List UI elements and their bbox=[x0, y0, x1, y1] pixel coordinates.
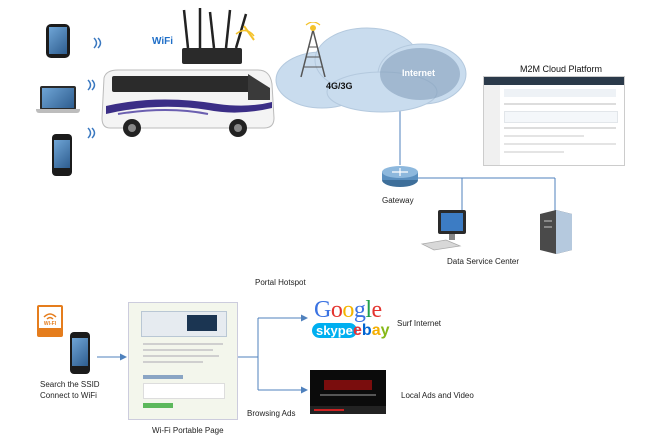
ebay-logo: ebay bbox=[353, 322, 390, 339]
router-icon bbox=[182, 8, 255, 64]
wifi-label: WiFi bbox=[152, 36, 174, 47]
cloud-platform-label: M2M Cloud Platform bbox=[520, 64, 603, 74]
smartphone-icon bbox=[52, 134, 72, 176]
video-ad-screenshot bbox=[310, 370, 386, 414]
wifi-sign-icon: WI-FI bbox=[37, 305, 63, 337]
tablet-icon bbox=[46, 24, 70, 58]
bus-image bbox=[101, 69, 275, 137]
server-icon bbox=[540, 210, 572, 254]
gateway-label: Gateway bbox=[382, 196, 414, 205]
wifi-icon bbox=[93, 37, 102, 49]
laptop-icon bbox=[36, 86, 80, 114]
wifi-icon bbox=[87, 79, 96, 91]
network-label: 4G/3G bbox=[326, 81, 353, 91]
internet-label: Internet bbox=[402, 68, 436, 78]
router-icon bbox=[382, 166, 418, 187]
search-ssid-label: Search the SSID bbox=[40, 380, 100, 389]
portal-page-screenshot bbox=[128, 302, 238, 420]
portal-hotspot-label: Portal Hotspot bbox=[255, 278, 306, 287]
cloud-platform-screenshot bbox=[483, 76, 625, 166]
wifi-icon bbox=[87, 127, 96, 139]
local-ads-label: Local Ads and Video bbox=[401, 391, 474, 400]
connect-wifi-label: Connect to WiFi bbox=[40, 391, 97, 400]
surf-internet-label: Surf Internet bbox=[397, 319, 442, 328]
monitor-icon bbox=[420, 210, 466, 251]
google-logo: Google bbox=[314, 297, 382, 323]
phone-icon bbox=[70, 332, 90, 374]
data-center-label: Data Service Center bbox=[447, 257, 520, 266]
wifi-sign-text: WI-FI bbox=[43, 321, 57, 327]
cloud-shape bbox=[275, 27, 467, 113]
portable-page-label: Wi-Fi Portable Page bbox=[152, 426, 224, 435]
skype-logo: skype bbox=[312, 323, 357, 338]
browsing-ads-label: Browsing Ads bbox=[247, 409, 296, 418]
cell-tower-icon bbox=[300, 22, 326, 78]
